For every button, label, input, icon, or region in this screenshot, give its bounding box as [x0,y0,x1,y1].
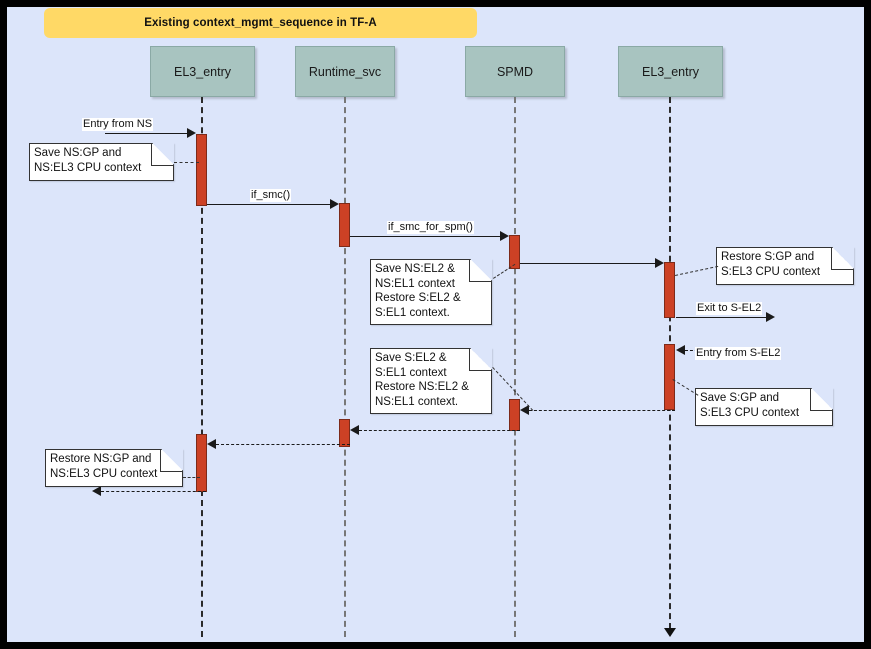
lifeline-spmd [514,97,516,637]
note-line: NS:EL1 context. [375,395,459,408]
note-fold-corner [831,247,854,270]
lifeline-label: SPMD [496,64,534,79]
note-save-s-el2: Save S:EL2 & S:EL1 context Restore NS:EL… [370,348,492,414]
lifeline-header-el3-entry-left[interactable]: EL3_entry [150,46,255,97]
lifeline-label: EL3_entry [642,64,699,79]
lifeline-header-el3-entry-right[interactable]: EL3_entry [618,46,723,97]
note-line: Restore NS:GP and [50,453,152,465]
lifeline-label: EL3_entry [174,64,231,79]
activation-el3-entry-left-1 [196,134,207,206]
note-line: Save S:EL2 & [375,352,447,364]
note-line: Restore S:EL2 & [375,292,461,304]
note-line: Restore S:GP and [721,251,815,263]
note-connector [174,162,199,163]
note-fold-corner [810,388,833,411]
diagram-title: Existing context_mgmt_sequence in TF-A [144,17,377,29]
activation-el3-entry-left-2 [196,434,207,492]
lifeline-header-runtime-svc[interactable]: Runtime_svc [295,46,395,97]
note-save-ns-gp: Save NS:GP and NS:EL3 CPU context [29,143,174,181]
note-restore-ns-gp: Restore NS:GP and NS:EL3 CPU context [45,449,183,487]
message-label-entry-from-s-el2: Entry from S-EL2 [695,347,782,360]
note-restore-s-gp: Restore S:GP and S:EL3 CPU context [716,247,854,285]
message-label-entry-from-ns: Entry from NS [82,118,154,131]
diagram-canvas: Existing context_mgmt_sequence in TF-A E… [7,7,864,642]
lifeline-el3-entry-left [201,97,203,637]
note-fold-corner [160,449,183,472]
note-line: Save NS:EL2 & [375,263,455,275]
note-fold-corner [151,143,174,166]
message-label-if-smc: if_smc() [250,189,292,202]
note-connector [183,477,200,478]
note-line: NS:EL3 CPU context [50,467,158,480]
activation-spmd-1 [509,235,520,269]
note-line: S:EL3 CPU context [700,406,800,419]
activation-spmd-2 [509,399,520,431]
lifeline-terminator-arrow [664,628,676,637]
diagram-title-banner: Existing context_mgmt_sequence in TF-A [44,8,477,38]
note-save-s-gp: Save S:GP and S:EL3 CPU context [695,388,833,426]
note-line: S:EL1 context. [375,306,450,319]
message-label-exit-to-s-el2: Exit to S-EL2 [696,302,763,315]
note-save-ns-el2: Save NS:EL2 & NS:EL1 context Restore S:E… [370,259,492,325]
activation-runtime-svc-2 [339,419,350,447]
note-line: NS:EL1 context [375,277,455,290]
lifeline-header-spmd[interactable]: SPMD [465,46,565,97]
note-line: Save NS:GP and [34,147,122,159]
note-connector [493,263,516,279]
activation-el3-entry-right-1 [664,262,675,318]
note-fold-corner [469,348,492,371]
note-line: Save S:GP and [700,392,780,404]
activation-el3-entry-right-2 [664,344,675,410]
lifeline-label: Runtime_svc [308,64,382,79]
message-label-if-smc-for-spm: if_smc_for_spm() [387,221,474,234]
note-line: NS:EL3 CPU context [34,161,142,174]
activation-runtime-svc-1 [339,203,350,247]
note-line: S:EL1 context [375,366,447,379]
note-line: Restore NS:EL2 & [375,381,469,393]
note-fold-corner [469,259,492,282]
lifeline-runtime-svc [344,97,346,637]
note-connector [675,265,719,276]
note-line: S:EL3 CPU context [721,265,821,278]
